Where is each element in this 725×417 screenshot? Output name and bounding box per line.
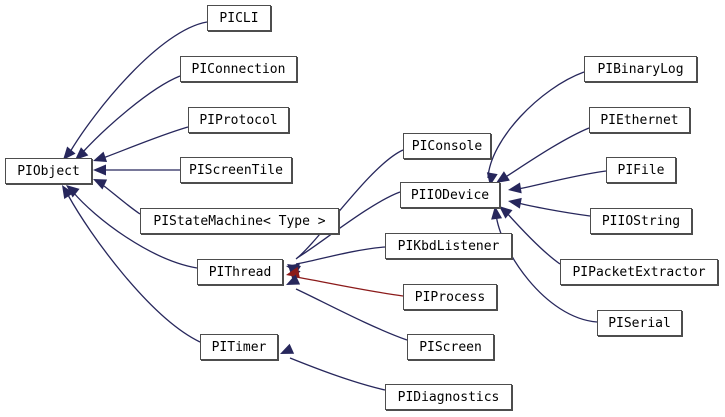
class-node-label: PIBinaryLog — [597, 61, 684, 77]
class-node-label: PIDiagnostics — [397, 389, 500, 405]
class-node-piscreen[interactable]: PIScreen — [407, 334, 494, 360]
class-node-piscreentile[interactable]: PIScreenTile — [180, 157, 292, 183]
edge-piethernet-piiodevice — [503, 127, 590, 179]
edge-pipacketextractor-piiodevice — [505, 211, 561, 265]
class-node-label: PITimer — [211, 339, 267, 355]
class-node-label: PIObject — [17, 163, 80, 179]
class-node-label: PIIODevice — [410, 187, 490, 203]
class-node-piprotocol[interactable]: PIProtocol — [188, 107, 289, 133]
edge-pidiagnostics-pitimer — [289, 357, 386, 391]
class-node-piethernet[interactable]: PIEthernet — [589, 107, 690, 133]
class-node-pikbdlistener[interactable]: PIKbdListener — [385, 233, 512, 259]
edge-piconnection-piobject — [81, 75, 181, 154]
edge-picli-piobject-arrowhead — [63, 146, 76, 160]
class-node-piiodevice[interactable]: PIIODevice — [400, 182, 500, 208]
class-node-pipacketextractor[interactable]: PIPacketExtractor — [560, 259, 718, 285]
class-node-piserial[interactable]: PISerial — [597, 310, 682, 336]
edge-piprotocol-piobject-arrowhead — [93, 151, 108, 162]
edge-pifile-piiodevice-arrowhead — [508, 182, 522, 194]
class-node-piprocess[interactable]: PIProcess — [403, 284, 497, 310]
class-node-picli[interactable]: PICLI — [207, 5, 271, 31]
edge-pitimer-piobject-arrowhead — [62, 185, 74, 199]
class-node-pitimer[interactable]: PITimer — [200, 334, 278, 360]
edge-piiostring-piiodevice-arrowhead — [508, 197, 522, 209]
class-node-label: PISerial — [608, 315, 671, 331]
class-node-label: PIEthernet — [600, 112, 679, 128]
edge-piserial-piiodevice-arrowhead — [491, 206, 503, 220]
edge-pipacketextractor-piiodevice-arrowhead — [499, 206, 513, 219]
class-node-piconsole[interactable]: PIConsole — [403, 133, 491, 159]
edge-pidiagnostics-pitimer-arrowhead — [280, 343, 295, 354]
class-node-label: PIProtocol — [199, 112, 278, 128]
class-node-pifile[interactable]: PIFile — [606, 157, 676, 183]
class-node-label: PIIOString — [601, 213, 681, 229]
class-node-label: PIFile — [617, 162, 665, 178]
class-node-pibinarylog[interactable]: PIBinaryLog — [584, 56, 697, 82]
edge-pistatemachine-piobject — [103, 185, 141, 215]
edge-pikbdlistener-pithread — [295, 246, 386, 265]
edge-piscreen-pithread — [295, 288, 408, 341]
edge-pifile-piiodevice — [517, 170, 607, 190]
class-node-pithread[interactable]: PIThread — [197, 259, 283, 285]
class-node-label: PICLI — [219, 10, 259, 26]
class-node-label: PIThread — [208, 264, 272, 280]
class-node-pidiagnostics[interactable]: PIDiagnostics — [385, 384, 512, 410]
edge-piethernet-piiodevice-arrowhead — [496, 171, 510, 183]
class-node-piiostring[interactable]: PIIOString — [590, 208, 692, 234]
class-node-label: PIKbdListener — [397, 238, 500, 254]
edge-piconnection-piobject-arrowhead — [75, 147, 89, 160]
edge-piconsole-pithread — [295, 149, 404, 260]
class-node-label: PIStateMachine< Type > — [153, 213, 326, 229]
class-node-label: PIConsole — [411, 138, 483, 154]
edge-pibinarylog-piiodevice — [487, 71, 585, 179]
edge-picli-piobject — [69, 21, 208, 153]
class-node-label: PIScreen — [419, 339, 482, 355]
edge-pithread-piobject — [72, 191, 198, 269]
edge-piserial-piiodevice — [495, 213, 598, 323]
class-node-label: PIPacketExtractor — [572, 264, 706, 280]
edge-pistatemachine-piobject-arrowhead — [93, 179, 108, 190]
class-node-label: PIConnection — [191, 61, 286, 77]
class-node-pistatemachine[interactable]: PIStateMachine< Type > — [140, 208, 339, 234]
edge-piiostring-piiodevice — [517, 202, 591, 217]
edge-pitimer-piobject — [67, 194, 201, 343]
edge-piprocess-pithread-arrowhead — [286, 266, 300, 278]
class-node-piconnection[interactable]: PIConnection — [180, 56, 297, 82]
class-node-label: PIProcess — [414, 289, 486, 305]
edge-piscreen-pithread-arrowhead — [286, 274, 301, 285]
class-node-piobject[interactable]: PIObject — [5, 158, 92, 184]
edge-piscreentile-piobject-arrowhead — [93, 164, 106, 176]
edge-piprocess-pithread — [295, 276, 404, 297]
class-node-label: PIScreenTile — [189, 162, 283, 178]
edge-pithread-piobject-arrowhead — [66, 185, 80, 198]
edge-piiodevice-pithread — [296, 191, 401, 259]
edge-piprotocol-piobject — [102, 126, 189, 159]
